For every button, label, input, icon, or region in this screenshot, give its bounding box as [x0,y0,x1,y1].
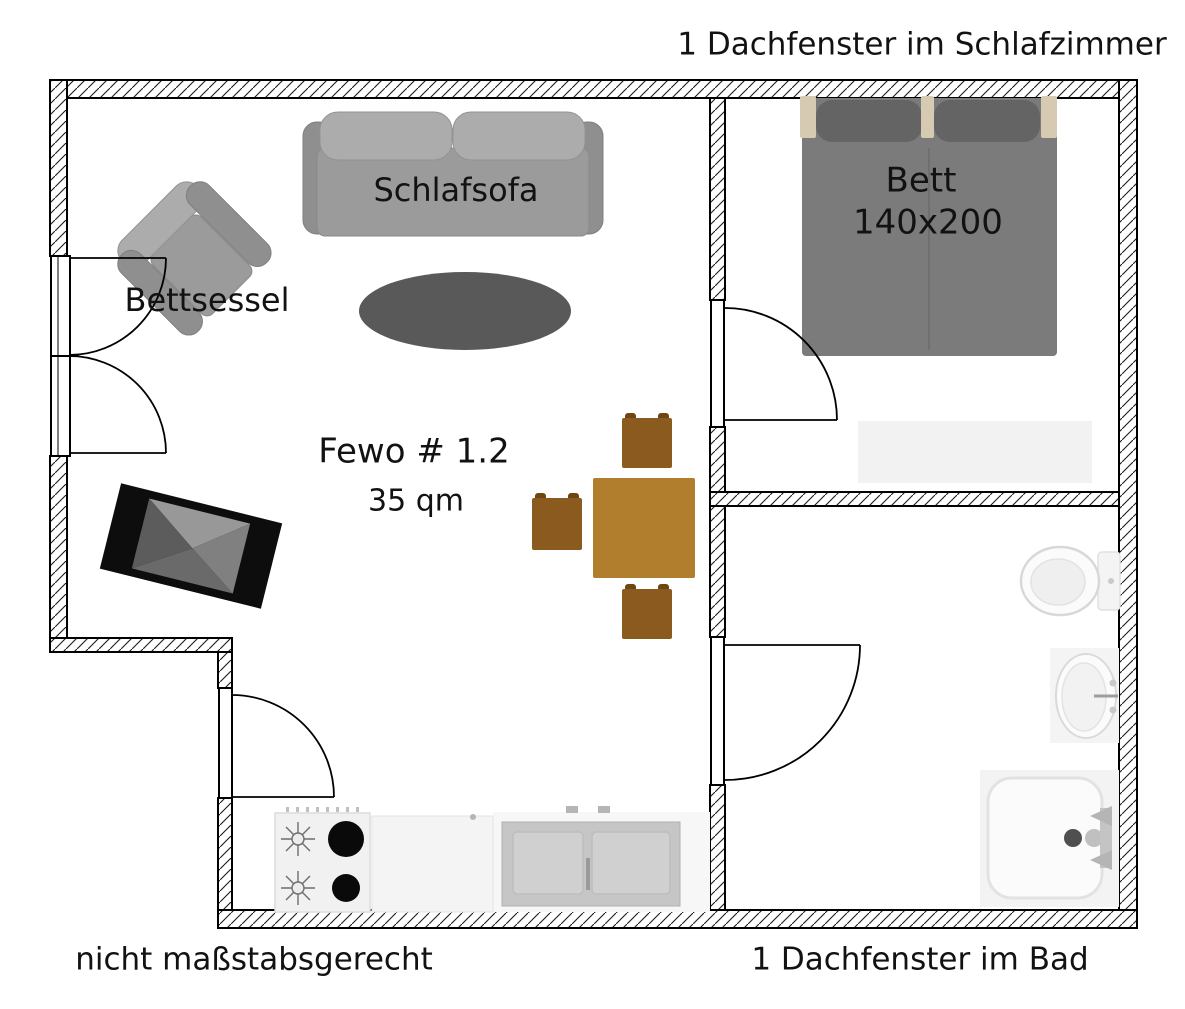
sink-tap-hot [1109,679,1117,687]
kitchen [274,806,710,913]
chair-bottom [622,584,672,639]
sideboard [858,421,1092,483]
armchair-armrest-right [185,181,272,267]
labels: 1 Dachfenster im Schlafzimmer Schlafsofa… [75,27,1167,978]
wall-middle-mid [709,426,726,638]
dining-set [532,413,695,639]
annotation-skylight-bedroom: 1 Dachfenster im Schlafzimmer [677,27,1167,63]
shower-valve [1085,829,1103,847]
door-swing-arc-top [68,257,167,356]
bathroom-door-frame [710,636,725,786]
sink-faucet-mark [566,806,578,813]
stove-knob-1 [281,822,315,856]
sink-tap-cold [1109,706,1117,714]
stove-burner-large [328,821,364,857]
sink-basin-right [591,831,671,895]
bedroom-door-swing-arc [724,307,838,421]
toilet [1019,545,1121,617]
sofa-back-cushion-right [452,111,586,161]
sofa-seat [316,147,590,237]
entrance-door-frame [218,687,233,799]
tv [99,483,283,609]
wall-lower-left-b [217,797,233,911]
walls [49,79,1138,929]
pillow-left [816,100,922,142]
wall-bed-bath-divider [709,491,1120,507]
door-swing-arc-bottom [68,355,167,454]
bed-size-label: 140x200 [853,203,1003,243]
shower [980,770,1119,907]
armchair-label: Bettsessel [124,281,289,319]
chair-seat [622,589,672,639]
bedroom [800,96,1092,483]
tv-screen-facet-bottom [131,548,233,594]
kitchen-counter [371,815,494,913]
toilet-bowl-inner [1030,558,1086,606]
sink-faucet-mark [598,806,610,813]
counter-knob [470,814,476,820]
wall-jog-horizontal [49,637,233,653]
bathroom-door-swing-arc [724,644,861,781]
tv-screen-facet-left [131,498,193,569]
stove-edge-ticks [286,807,359,812]
wall-left-upper [49,79,68,257]
entrance-door-swing-arc [231,694,335,798]
stove-knob-2 [281,871,315,905]
bedroom-door-frame [710,299,725,428]
rug [359,272,571,350]
toilet-flush-button [1108,578,1114,584]
apartment-area-label: 35 qm [368,484,464,519]
wall-middle-bottom [709,784,726,911]
pillow-right [934,100,1040,142]
bathroom-door [710,636,861,786]
double-bed [800,96,1057,356]
balcony-french-doors [50,255,167,457]
sofa [302,111,604,237]
armchair [117,181,272,336]
bed-post-right [1041,96,1057,138]
annotation-not-to-scale: nicht maßstabsgerecht [75,942,433,978]
bed-post-left [800,96,816,138]
bathroom [980,545,1121,907]
chair-top [622,413,672,468]
apartment-name-label: Fewo # 1.2 [318,432,509,472]
bedroom-door [710,299,838,428]
chair-left [532,493,582,550]
tv-screen-facet-right [192,523,251,594]
bed-post-middle [921,96,934,138]
kitchen-sink [501,806,681,907]
chair-seat [622,418,672,468]
stove [274,807,371,913]
shower-head-lower [1090,850,1112,870]
dining-table [593,478,695,578]
sink-basin-left [512,831,584,895]
wall-top [49,79,1138,99]
wall-middle-top [709,97,726,301]
shower-head-upper [1090,806,1112,826]
bed-label: Bett [886,161,957,201]
shower-drain [1064,829,1082,847]
wall-left-mid [49,455,68,653]
tv-screen-facet-top [149,498,251,549]
chair-seat [532,498,582,550]
living-room [99,111,710,913]
stove-burner-small [332,874,360,902]
wall-lower-left-a [217,651,233,689]
doors [50,255,861,799]
bathroom-sink [1050,648,1119,743]
annotation-skylight-bath: 1 Dachfenster im Bad [751,942,1088,978]
sofa-back-cushion-left [319,111,453,161]
sofa-label: Schlafsofa [373,171,538,209]
entrance-door [218,687,335,799]
shower-tray [986,776,1104,900]
wall-right [1118,79,1138,929]
